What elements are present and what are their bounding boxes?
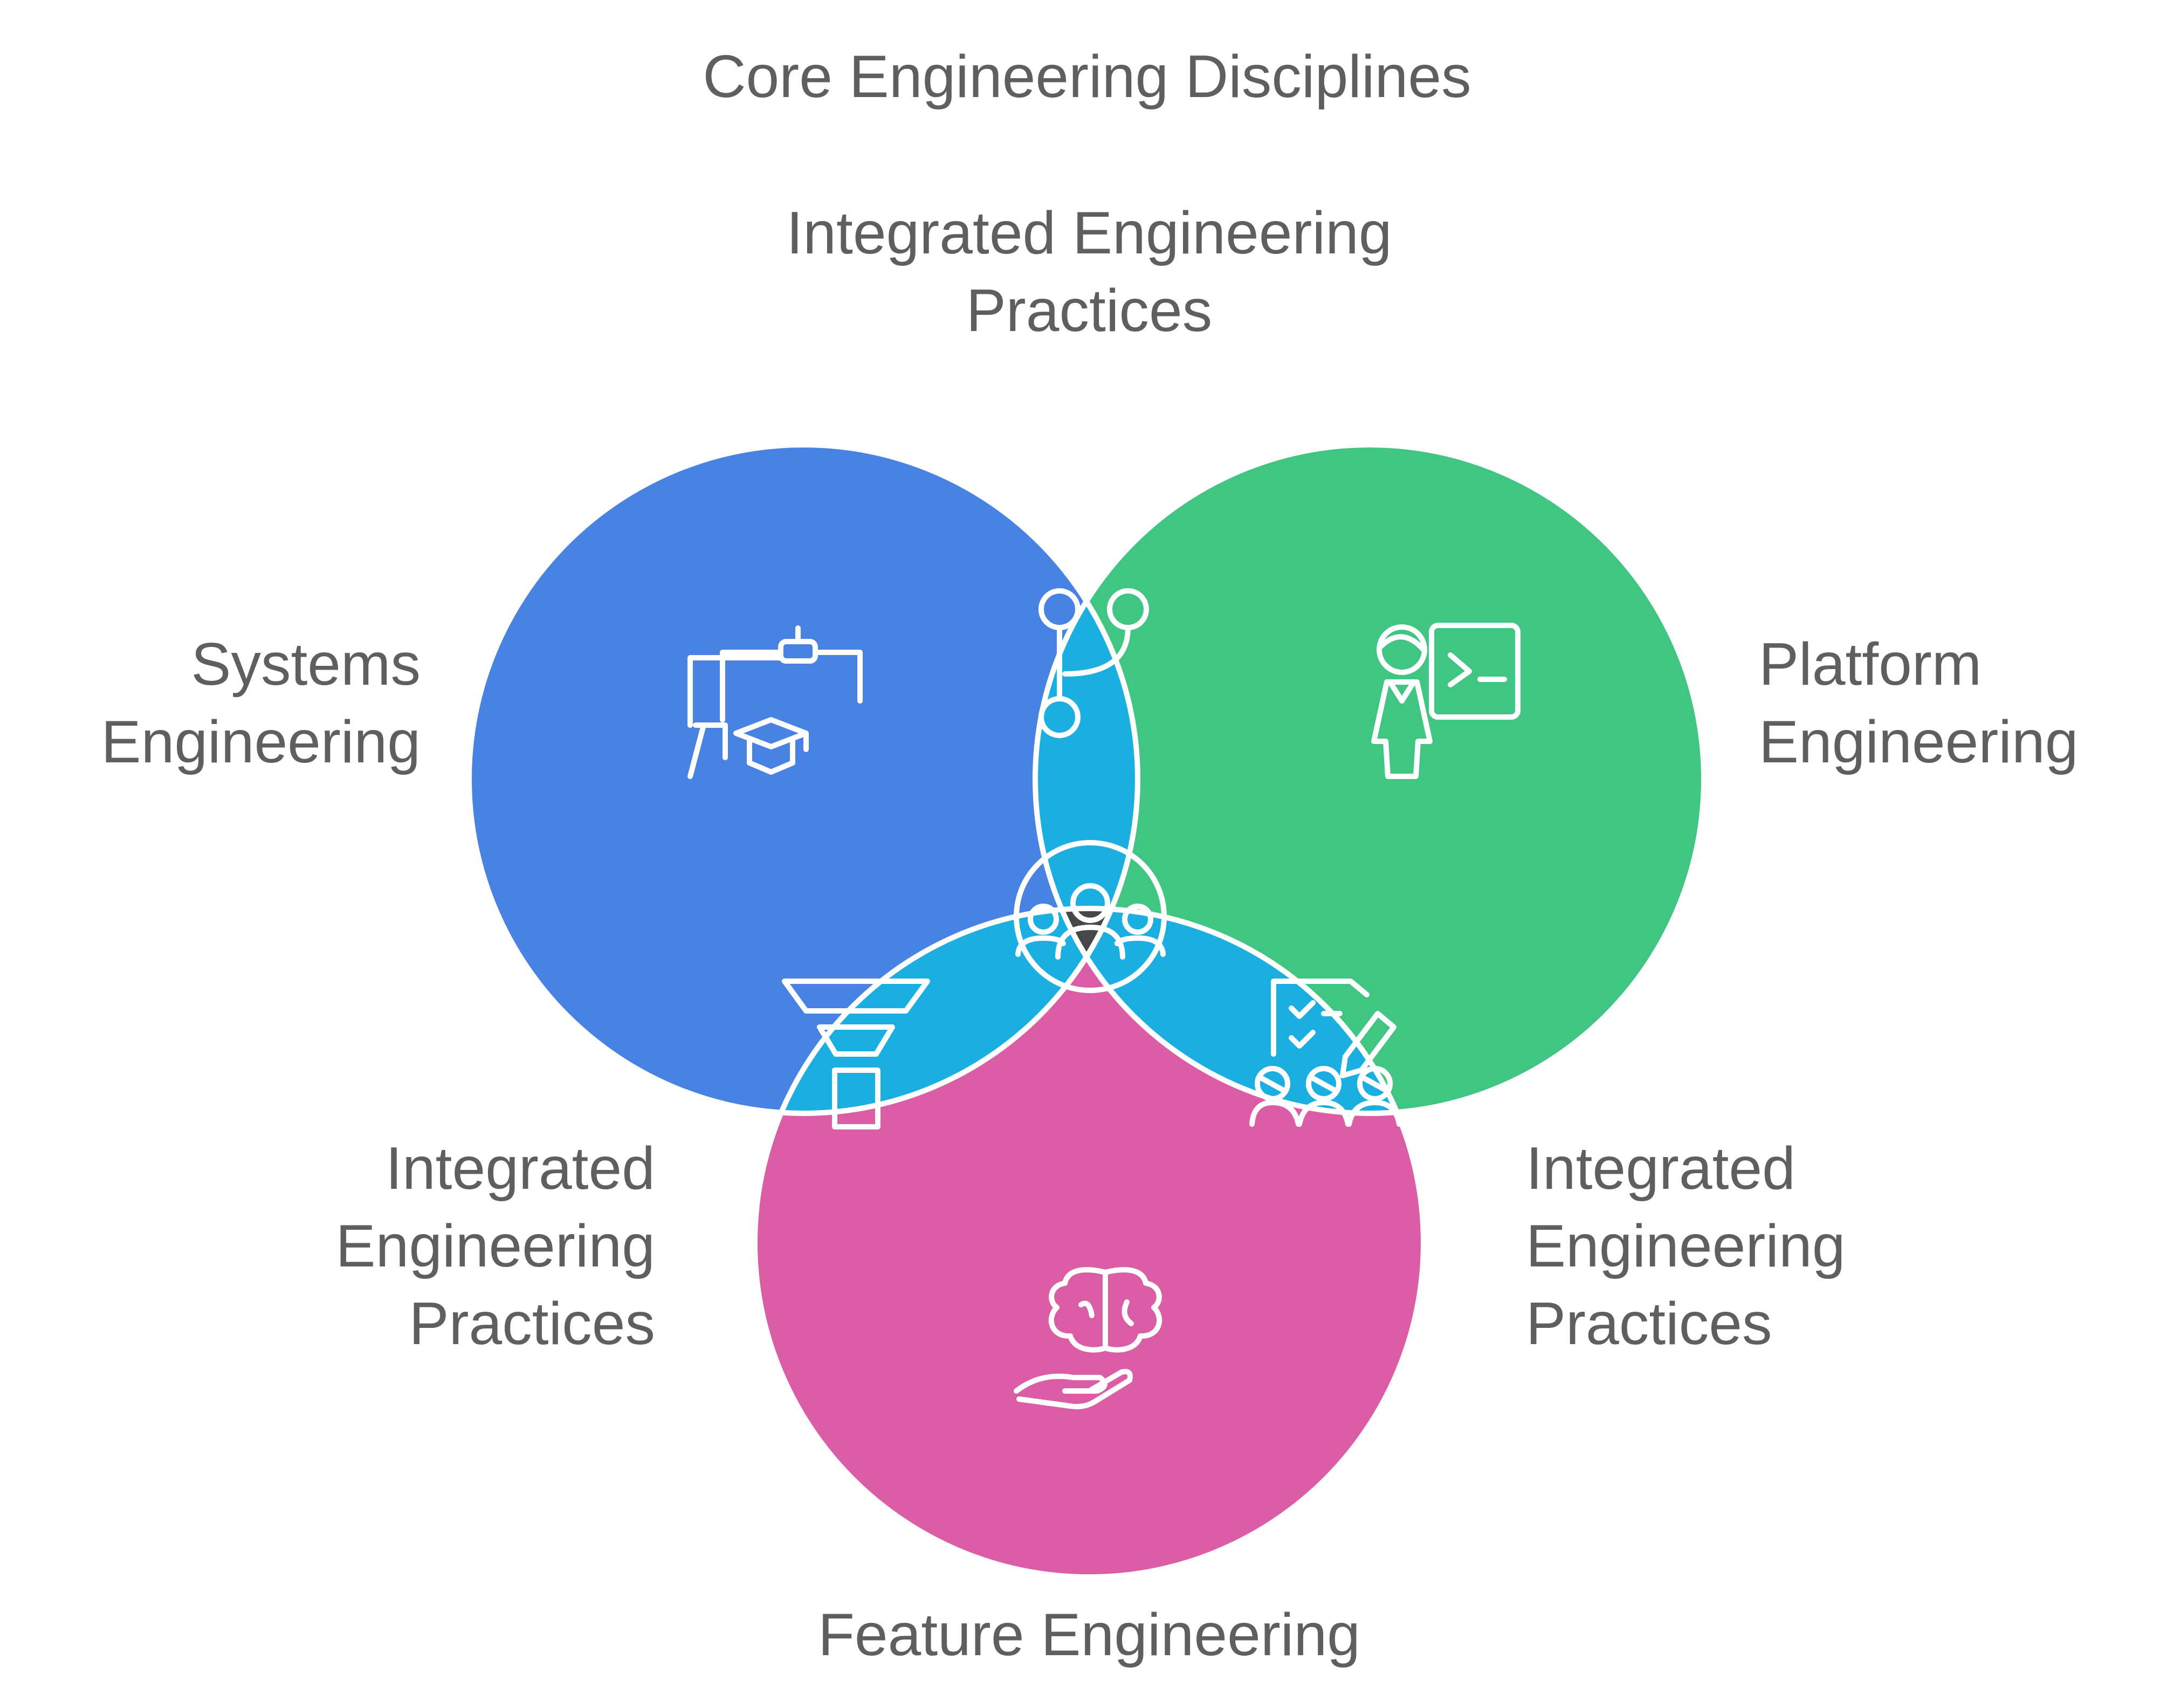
team-checklist-icon — [1249, 979, 1402, 1127]
overlap-label-platform-feature: Integrated Engineering Practices — [1526, 1135, 1846, 1357]
diagram-title: Core Engineering Disciplines — [703, 43, 1471, 110]
brain-in-hand-icon — [1014, 1267, 1162, 1409]
overlap-label-systems-platform: Integrated Engineering Practices — [786, 199, 1392, 344]
systems-feature-overlap — [755, 908, 1138, 1113]
teaching-board-graduation-cap-icon — [687, 625, 863, 779]
set-label-systems: Systems Engineering — [101, 631, 421, 775]
funnel-icon — [782, 979, 930, 1130]
team-group-icon — [1014, 840, 1167, 993]
platform-feature-overlap — [1035, 908, 1423, 1113]
set-label-feature: Feature Engineering — [818, 1601, 1360, 1668]
git-branch-icon — [1038, 588, 1149, 738]
circle-outlines — [466, 442, 1707, 1580]
set-label-platform: Platform Engineering — [1759, 631, 2079, 775]
presenter-terminal-icon — [1371, 623, 1521, 779]
overlap-label-systems-feature: Integrated Engineering Practices — [335, 1135, 655, 1357]
